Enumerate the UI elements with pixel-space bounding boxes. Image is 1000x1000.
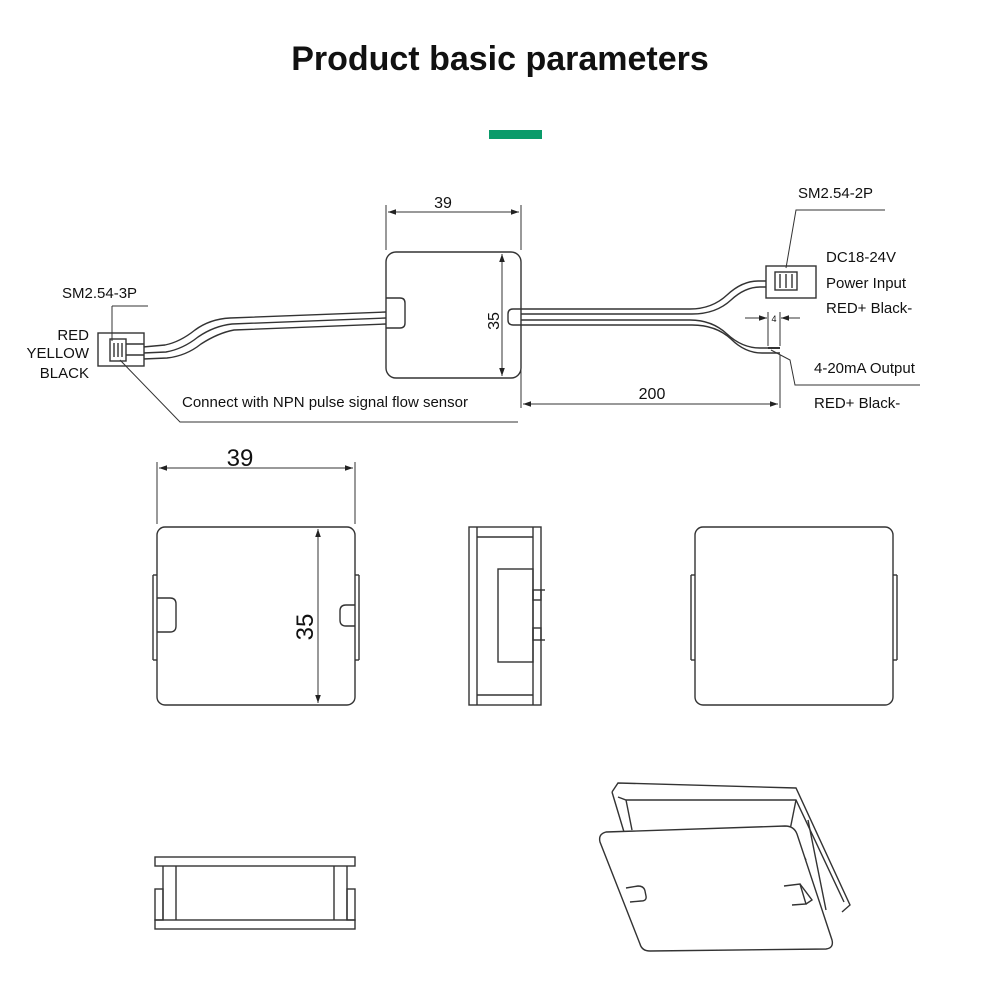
front-view	[152, 462, 360, 706]
right-connector	[765, 265, 817, 299]
leader-lines	[111, 209, 920, 423]
right-connector-label: SM2.54-2P	[798, 185, 873, 202]
left-connector	[97, 332, 145, 367]
wire-yellow-label: YELLOW	[26, 345, 89, 362]
power-input-label: Power Input	[826, 275, 907, 292]
dim-width-front	[156, 462, 356, 524]
module-top-view	[385, 251, 522, 379]
bottom-view	[154, 856, 356, 930]
left-connector-label: SM2.54-3P	[62, 285, 137, 302]
right-output-cable	[521, 319, 780, 354]
back-view	[690, 526, 898, 706]
title-accent-bar	[489, 130, 542, 139]
dim-strip-length	[745, 312, 800, 346]
right-power-cable	[521, 280, 768, 315]
dim-width-top	[385, 205, 522, 250]
output-signal-label: 4-20mA Output	[814, 360, 916, 377]
wiring-diagram	[97, 205, 920, 423]
dim-height-top-label: 35	[486, 312, 503, 330]
output-polarity-label: RED+ Black-	[814, 395, 900, 412]
dim-cable-length-label: 200	[639, 386, 666, 403]
dim-strip-length-label: 4	[771, 314, 776, 324]
power-polarity-label: RED+ Black-	[826, 300, 912, 317]
wire-black-label: BLACK	[40, 365, 89, 382]
dim-height-front-label: 35	[292, 614, 319, 641]
dim-width-top-label: 39	[434, 195, 452, 212]
power-voltage-label: DC18-24V	[826, 249, 896, 266]
dim-width-front-label: 39	[227, 445, 254, 472]
dim-cable-length	[520, 330, 781, 408]
sensor-note: Connect with NPN pulse signal flow senso…	[182, 394, 468, 411]
side-view	[468, 526, 545, 706]
isometric-view	[598, 782, 851, 952]
page-title: Product basic parameters	[291, 40, 709, 78]
wire-red-label: RED	[57, 327, 89, 344]
left-cable	[142, 311, 387, 360]
